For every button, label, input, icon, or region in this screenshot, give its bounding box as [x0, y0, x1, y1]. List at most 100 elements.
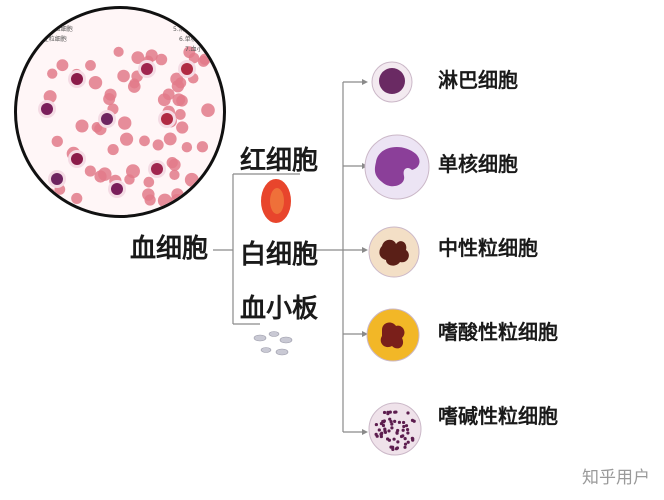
smear-legend-2: 2.嗜酸性粒细胞 — [31, 26, 73, 33]
basophil-granule — [395, 446, 400, 450]
platelet-label: 血小板 — [240, 294, 319, 324]
smear-red-cell — [197, 55, 210, 67]
smear-red-cell — [176, 121, 189, 134]
smear-red-cell — [118, 116, 132, 130]
smear-red-cell — [56, 59, 69, 72]
basophil-granule — [391, 447, 395, 452]
smear-red-cell — [104, 88, 117, 101]
smear-red-cell — [113, 46, 124, 57]
basophil-granule — [388, 410, 392, 414]
smear-red-cell — [183, 46, 196, 59]
monocyte-nucleus — [374, 147, 420, 187]
smear-red-cell — [88, 75, 103, 90]
basophil-granule — [374, 432, 378, 436]
smear-legend-1: 1.红细胞 — [47, 16, 71, 23]
smear-red-cell — [71, 192, 83, 204]
smear-white-cell-nucleus — [41, 103, 53, 115]
smear-red-cell — [181, 141, 193, 153]
smear-red-cell — [176, 95, 188, 107]
basophil-granule — [380, 431, 384, 435]
basophil-granule — [396, 440, 400, 444]
smear-legend-6: 6.单核细胞 — [179, 36, 209, 43]
basophil-granule — [410, 418, 415, 422]
smear-red-cell — [163, 132, 177, 146]
basophil-image — [368, 402, 422, 456]
monocyte-image — [364, 134, 430, 200]
neutrophil-image — [368, 226, 420, 278]
smear-red-cell — [51, 135, 63, 148]
basophil-granule — [403, 437, 407, 441]
smear-red-cell — [84, 165, 96, 177]
basophil-granule — [374, 422, 378, 427]
wbc-arrow-1 — [362, 79, 368, 85]
wbc-arrow-4 — [362, 331, 368, 337]
basophil-granule — [402, 424, 406, 429]
basophil-granule — [393, 419, 397, 423]
basophil-granule — [397, 420, 402, 424]
smear-white-cell-nucleus — [151, 163, 163, 175]
smear-red-cell — [201, 103, 215, 118]
smear-legend-3: 3.嗜碱性粒细胞 — [25, 36, 67, 43]
basophil-granule — [403, 442, 408, 446]
rbc-label: 红细胞 — [240, 146, 319, 176]
smear-white-cell-nucleus — [141, 63, 153, 75]
smear-red-cell — [131, 51, 145, 65]
basophil-granule — [382, 410, 387, 415]
basophil-granule — [390, 422, 394, 426]
smear-red-cell — [174, 109, 186, 120]
smear-red-cell — [196, 141, 209, 153]
basophil-granules — [374, 410, 416, 452]
smear-red-cell — [168, 158, 181, 171]
basophil-granule — [393, 410, 397, 414]
basophil-granule — [390, 426, 394, 430]
basophil-granule — [411, 438, 415, 442]
basophil-granule — [406, 431, 410, 435]
smear-red-cell — [152, 139, 164, 151]
smear-white-cell-nucleus — [111, 183, 123, 195]
smear-red-cell — [119, 132, 134, 146]
smear-legend-4: 4.中性粒细胞 — [167, 16, 203, 23]
smear-red-cell — [124, 174, 135, 185]
smear-red-cell — [94, 170, 107, 183]
smear-red-cell — [85, 60, 96, 71]
wbc-label: 白细胞 — [240, 240, 319, 270]
wbc-arrow-3 — [362, 247, 368, 253]
basophil-granule — [386, 410, 390, 415]
neutrophil-nucleus — [379, 239, 409, 266]
basophil-granule — [405, 427, 410, 432]
basophil-granule — [381, 423, 386, 428]
basophil-granule — [396, 428, 400, 433]
smear-red-cell — [75, 119, 89, 133]
wbc-arrow-5 — [362, 429, 368, 435]
blood-smear-image: 1.红细胞 2.嗜酸性粒细胞 3.嗜碱性粒细胞 4.中性粒细胞 5.淋巴细胞 6… — [14, 6, 226, 218]
smear-white-cell-nucleus — [161, 113, 173, 125]
basophil-granule — [399, 434, 404, 439]
wbc-type-label-lymphocyte: 淋巴细胞 — [438, 68, 518, 92]
rbc-image — [261, 179, 291, 223]
basophil-granule — [389, 420, 393, 424]
basophil-granule — [406, 411, 410, 415]
basophil-granule — [381, 419, 385, 424]
eosinophil-image — [366, 308, 420, 362]
basophil-granule — [406, 440, 410, 444]
basophil-granule — [401, 420, 406, 425]
basophil-granule — [377, 428, 381, 432]
smear-white-cell-nucleus — [101, 113, 113, 125]
basophil-granule — [387, 429, 391, 433]
smear-red-cell — [143, 176, 155, 188]
smear-red-cell — [142, 188, 155, 201]
smear-red-cell — [155, 53, 168, 66]
basophil-granule — [388, 417, 392, 421]
smear-legend-7: 7.血小板 — [185, 46, 209, 53]
smear-white-cell-nucleus — [71, 73, 83, 85]
basophil-granule — [404, 424, 409, 428]
basophil-granule — [401, 428, 405, 432]
smear-white-cell-nucleus — [71, 153, 83, 165]
smear-red-cell — [169, 169, 180, 180]
lymphocyte-image — [371, 61, 413, 103]
smear-red-cell — [157, 93, 171, 107]
basophil-granule — [403, 445, 407, 449]
smear-white-cell-nucleus — [181, 63, 193, 75]
wbc-type-label-eosinophil: 嗜酸性粒细胞 — [438, 320, 558, 344]
